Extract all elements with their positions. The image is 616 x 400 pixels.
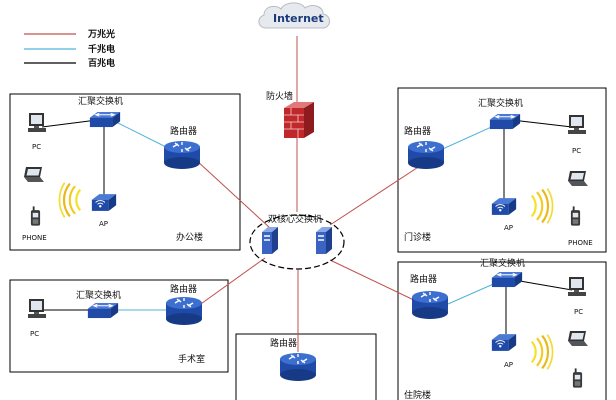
clinic-pc-icon [568, 115, 586, 134]
core-boundary [249, 214, 345, 270]
surgery-agg-switch-label: 汇聚交换机 [76, 289, 121, 301]
office-phone-label: PHONE [22, 234, 47, 242]
building-box-inpatient [397, 261, 607, 400]
inpatient-ap-label: AP [504, 361, 513, 369]
clinic-building-label: 门诊楼 [404, 231, 431, 243]
core-switch-group: 双核心交换机 [249, 213, 345, 270]
surgery-building-label: 手术室 [178, 353, 205, 365]
clinic-switch-icon [489, 113, 521, 130]
firewall-icon [284, 102, 314, 138]
clinic-phone-label: PHONE [568, 239, 593, 247]
bottom-router-label: 路由器 [270, 337, 297, 349]
office-building-label: 办公楼 [176, 231, 203, 243]
office-pc-icon [28, 113, 46, 132]
surgery-router-label: 路由器 [170, 283, 197, 295]
office-router-icon [163, 140, 201, 170]
building-inpatient: 汇聚交换机 路由器 PC AP 住院楼 [404, 257, 588, 400]
clinic-router-icon [407, 140, 445, 170]
clinic-router-label: 路由器 [404, 125, 431, 137]
building-office: 汇聚交换机 路由器 PC PHONE AP 办公楼 [22, 95, 203, 243]
inpatient-agg-switch-label: 汇聚交换机 [480, 257, 525, 269]
office-router-label: 路由器 [170, 125, 197, 137]
connections [41, 36, 573, 352]
clinic-laptop-icon [568, 171, 588, 186]
office-wifi-icon [58, 182, 82, 218]
inpatient-phone-icon [572, 368, 583, 388]
office-laptop-icon [24, 167, 44, 182]
firewall: 防火墙 [266, 90, 314, 138]
inpatient-pc-label: PC [574, 308, 583, 316]
clinic-wifi-icon [530, 188, 554, 224]
inpatient-laptop-icon [568, 331, 588, 346]
clinic-pc-label: PC [572, 147, 581, 155]
office-ap-label: AP [99, 220, 108, 228]
surgery-switch-icon [87, 302, 119, 319]
firewall-label: 防火墙 [266, 90, 293, 102]
bottom-router-icon [279, 352, 317, 382]
inpatient-switch-icon [491, 271, 523, 288]
inpatient-building-label: 住院楼 [404, 389, 431, 400]
inpatient-ap-icon [491, 333, 517, 352]
legend-label-fast-100m: 百兆电 [88, 57, 115, 69]
office-phone-icon [30, 206, 41, 226]
office-switch-icon [89, 111, 121, 128]
inpatient-router-label: 路由器 [410, 273, 437, 285]
surgery-pc-icon [28, 299, 46, 318]
office-agg-switch-label: 汇聚交换机 [78, 95, 123, 107]
building-box-surgery [9, 279, 229, 373]
legend-label-fiber-10g: 万兆光 [87, 28, 115, 40]
legend: 万兆光 千兆电 百兆电 [24, 28, 115, 69]
clinic-ap-icon [491, 197, 517, 216]
clinic-agg-switch-label: 汇聚交换机 [478, 97, 523, 109]
surgery-pc-label: PC [30, 330, 39, 338]
core-switch-icon-2 [316, 227, 332, 254]
legend-label-gigabit: 千兆电 [88, 43, 115, 55]
internet-label: Internet [273, 12, 324, 25]
surgery-router-icon [165, 296, 203, 326]
core-switch-icon-1 [262, 227, 278, 254]
inpatient-wifi-icon [530, 334, 554, 370]
building-bottom: 路由器 [270, 337, 317, 382]
internet-cloud: Internet [258, 2, 330, 29]
inpatient-pc-icon [568, 277, 586, 296]
clinic-phone-icon [570, 206, 581, 226]
building-box-bottom [235, 333, 377, 400]
building-clinic: 汇聚交换机 路由器 PC PHONE AP 门诊楼 [404, 97, 593, 247]
inpatient-router-icon [411, 290, 449, 320]
building-surgery: 汇聚交换机 路由器 PC 手术室 [28, 283, 205, 365]
core-label: 双核心交换机 [268, 213, 322, 225]
clinic-ap-label: AP [504, 224, 513, 232]
building-box-clinic [397, 87, 607, 253]
office-pc-label: PC [32, 143, 41, 151]
office-ap-icon [91, 193, 117, 212]
building-box-office [9, 93, 241, 251]
